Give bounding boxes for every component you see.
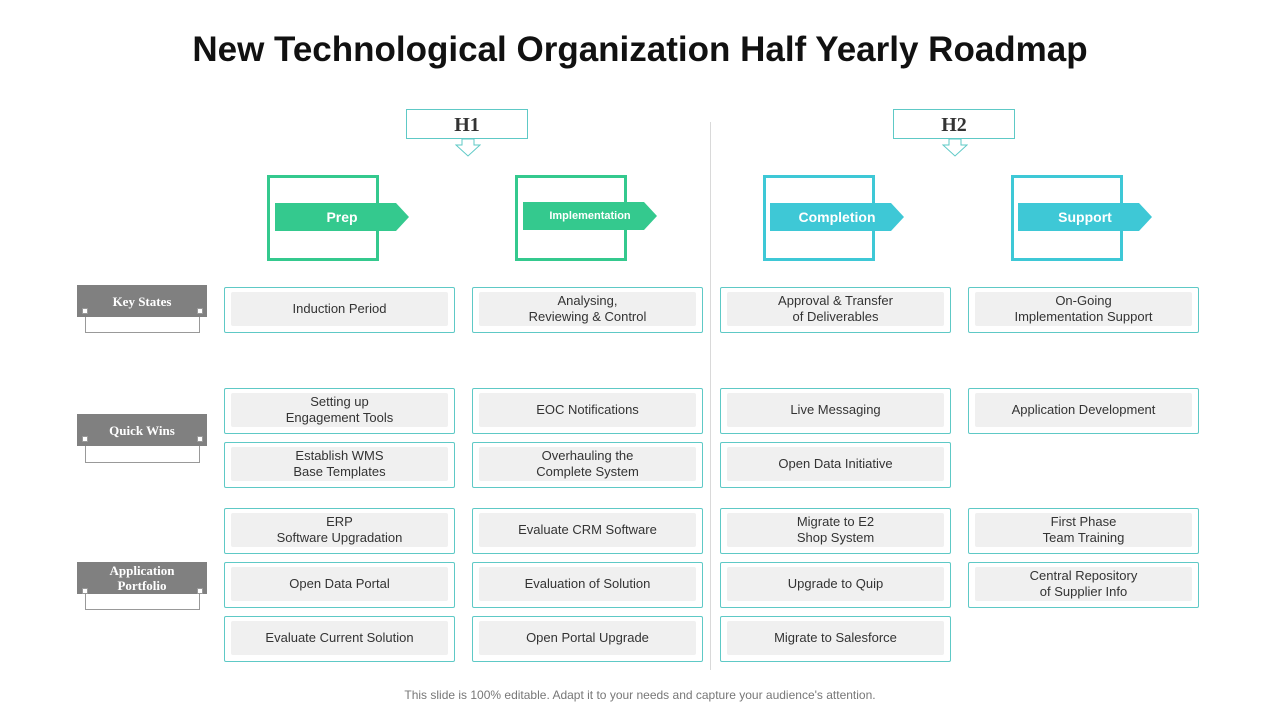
- card-text: Overhauling the Complete System: [479, 447, 696, 481]
- card-text: Migrate to E2 Shop System: [727, 513, 944, 547]
- page-title: New Technological Organization Half Year…: [192, 30, 1088, 69]
- card-app-portfolio-completion-1: Migrate to E2 Shop System: [720, 508, 951, 554]
- row-quick-wins-label: Quick Wins: [77, 414, 207, 446]
- half-h1-box: H1: [406, 109, 528, 139]
- card-text: Analysing, Reviewing & Control: [479, 292, 696, 326]
- card-quick-wins-completion-2: Open Data Initiative: [720, 442, 951, 488]
- row-quick-wins-dot-right: [197, 436, 203, 442]
- row-app-portfolio-dot-left: [82, 588, 88, 594]
- card-text: Evaluate CRM Software: [479, 513, 696, 547]
- card-app-portfolio-completion-2: Upgrade to Quip: [720, 562, 951, 608]
- card-text: Upgrade to Quip: [727, 567, 944, 601]
- half-divider: [710, 122, 711, 670]
- card-quick-wins-completion-1: Live Messaging: [720, 388, 951, 434]
- card-key-states-implementation: Analysing, Reviewing & Control: [472, 287, 703, 333]
- phase-completion-tab: Completion: [770, 203, 904, 231]
- row-key-states-label: Key States: [77, 285, 207, 317]
- card-key-states-completion: Approval & Transfer of Deliverables: [720, 287, 951, 333]
- half-h2-label: H2: [941, 114, 967, 136]
- card-text: Evaluate Current Solution: [231, 621, 448, 655]
- card-text: Induction Period: [231, 292, 448, 326]
- card-key-states-prep: Induction Period: [224, 287, 455, 333]
- card-quick-wins-prep-2: Establish WMS Base Templates: [224, 442, 455, 488]
- card-app-portfolio-prep-1: ERP Software Upgradation: [224, 508, 455, 554]
- half-h1-arrow-icon: [455, 139, 481, 157]
- card-text: Open Data Initiative: [727, 447, 944, 481]
- footer-note: This slide is 100% editable. Adapt it to…: [404, 688, 876, 702]
- phase-support-label: Support: [1058, 209, 1112, 225]
- card-text: Migrate to Salesforce: [727, 621, 944, 655]
- card-app-portfolio-support-2: Central Repository of Supplier Info: [968, 562, 1199, 608]
- half-h2-box: H2: [893, 109, 1015, 139]
- phase-implementation-tab: Implementation: [523, 202, 657, 230]
- card-quick-wins-prep-1: Setting up Engagement Tools: [224, 388, 455, 434]
- phase-implementation-label: Implementation: [549, 210, 631, 222]
- card-text: Open Data Portal: [231, 567, 448, 601]
- card-app-portfolio-prep-2: Open Data Portal: [224, 562, 455, 608]
- card-text: Central Repository of Supplier Info: [975, 567, 1192, 601]
- row-key-states-tag-base: [85, 315, 200, 333]
- row-key-states-dot-left: [82, 308, 88, 314]
- phase-support-tab: Support: [1018, 203, 1152, 231]
- card-quick-wins-implementation-2: Overhauling the Complete System: [472, 442, 703, 488]
- card-text: Evaluation of Solution: [479, 567, 696, 601]
- card-text: First Phase Team Training: [975, 513, 1192, 547]
- card-app-portfolio-implementation-2: Evaluation of Solution: [472, 562, 703, 608]
- phase-prep-tab: Prep: [275, 203, 409, 231]
- row-app-portfolio-label: Application Portfolio: [77, 562, 207, 594]
- card-text: ERP Software Upgradation: [231, 513, 448, 547]
- card-text: Setting up Engagement Tools: [231, 393, 448, 427]
- row-app-portfolio-dot-right: [197, 588, 203, 594]
- card-text: Application Development: [975, 393, 1192, 427]
- row-key-states-dot-right: [197, 308, 203, 314]
- card-text: Establish WMS Base Templates: [231, 447, 448, 481]
- card-text: Approval & Transfer of Deliverables: [727, 292, 944, 326]
- card-key-states-support: On-Going Implementation Support: [968, 287, 1199, 333]
- card-quick-wins-support-1: Application Development: [968, 388, 1199, 434]
- half-h2-arrow-icon: [942, 139, 968, 157]
- phase-completion-label: Completion: [798, 209, 876, 225]
- half-h1-label: H1: [454, 114, 480, 136]
- card-app-portfolio-completion-3: Migrate to Salesforce: [720, 616, 951, 662]
- card-app-portfolio-implementation-1: Evaluate CRM Software: [472, 508, 703, 554]
- row-quick-wins-dot-left: [82, 436, 88, 442]
- card-app-portfolio-support-1: First Phase Team Training: [968, 508, 1199, 554]
- card-text: Open Portal Upgrade: [479, 621, 696, 655]
- phase-prep-label: Prep: [326, 209, 358, 225]
- card-app-portfolio-implementation-3: Open Portal Upgrade: [472, 616, 703, 662]
- card-quick-wins-implementation-1: EOC Notifications: [472, 388, 703, 434]
- card-text: EOC Notifications: [479, 393, 696, 427]
- row-app-portfolio-tag-base: [85, 592, 200, 610]
- card-text: On-Going Implementation Support: [975, 292, 1192, 326]
- card-app-portfolio-prep-3: Evaluate Current Solution: [224, 616, 455, 662]
- card-text: Live Messaging: [727, 393, 944, 427]
- row-quick-wins-tag-base: [85, 445, 200, 463]
